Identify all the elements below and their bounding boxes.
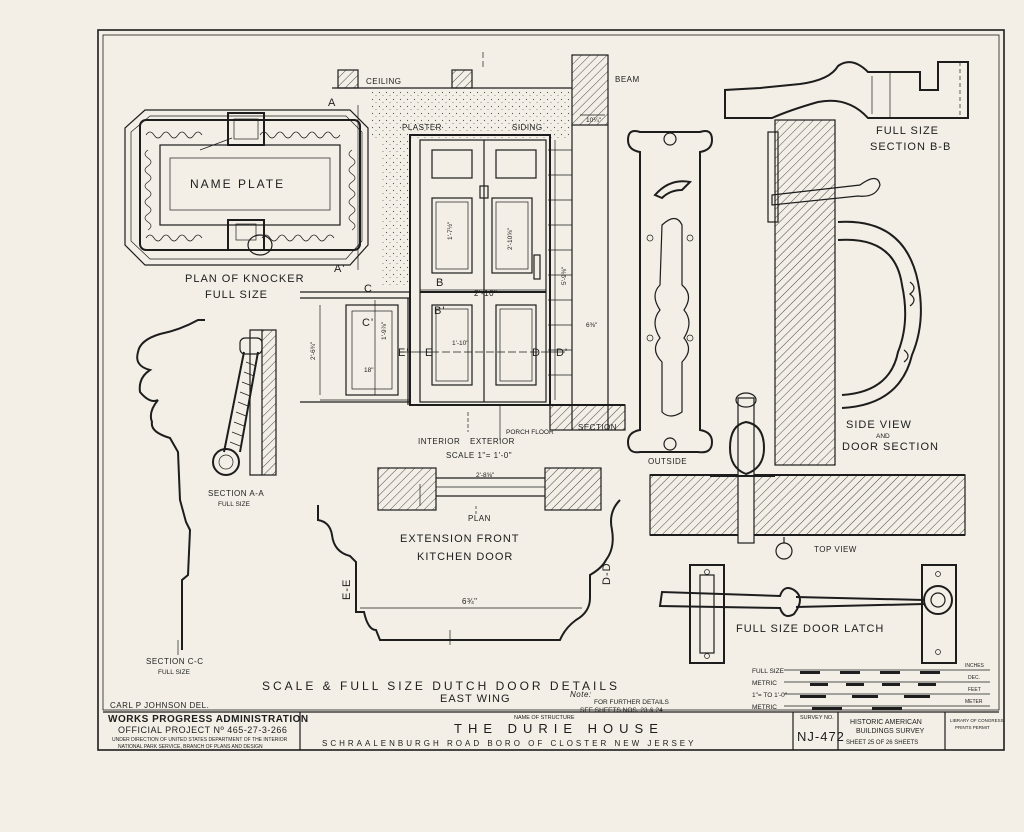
dim-panel-a: 1'-7½" bbox=[446, 221, 454, 240]
handle-outside bbox=[626, 130, 714, 454]
mark-d-prime: D' bbox=[556, 347, 568, 359]
plan-label: PLAN bbox=[468, 514, 491, 523]
label-beam: BEAM bbox=[615, 75, 640, 84]
side-view-subtitle: DOOR SECTION bbox=[842, 441, 939, 453]
note-line-1: FOR FURTHER DETAILS bbox=[594, 699, 670, 706]
label-outside: OUTSIDE bbox=[648, 457, 687, 466]
door-elevation bbox=[300, 52, 626, 440]
dim-beam: 10¼" bbox=[586, 117, 602, 124]
knocker-plan bbox=[124, 105, 369, 270]
drawing-title: SCALE & FULL SIZE DUTCH DOOR DETAILS bbox=[262, 679, 620, 693]
graphic-scales bbox=[784, 669, 990, 710]
knocker-mark-a: A bbox=[328, 97, 336, 109]
door-latch bbox=[658, 564, 957, 664]
dim-sill: 6⅜" bbox=[586, 322, 598, 329]
scale-full-size: FULL SIZE bbox=[752, 668, 785, 675]
side-view bbox=[767, 119, 922, 466]
top-view bbox=[649, 392, 966, 560]
side-view-and: AND bbox=[876, 433, 890, 440]
section-aa-subtitle: FULL SIZE bbox=[218, 501, 251, 508]
tb-habs-1: HISTORIC AMERICAN bbox=[850, 719, 922, 726]
inner-border bbox=[102, 34, 1000, 711]
section-cc bbox=[136, 319, 205, 655]
tb-survey-label: SURVEY NO. bbox=[800, 715, 834, 721]
mark-b-prime: B' bbox=[434, 305, 445, 317]
top-view-label: TOP VIEW bbox=[814, 545, 857, 554]
scale-one-inch: 1"= TO 1'-0" bbox=[752, 692, 788, 699]
profile-ee: E-E bbox=[341, 579, 353, 600]
label-section: SECTION bbox=[578, 423, 617, 432]
knocker-name-plate: NAME PLATE bbox=[190, 177, 285, 191]
profile-dim-ee: 6¾" bbox=[462, 597, 477, 606]
tb-loc-2: PRINTS PERMIT bbox=[955, 725, 990, 730]
plan-subtitle: KITCHEN DOOR bbox=[417, 551, 513, 563]
mark-d: D bbox=[532, 347, 541, 359]
dim-wall-d: 18" bbox=[364, 367, 374, 374]
section-bb-title: FULL SIZE bbox=[876, 125, 939, 137]
side-view-title: SIDE VIEW bbox=[846, 419, 912, 431]
tb-under-2: NATIONAL PARK SERVICE, BRANCH OF PLANS A… bbox=[118, 744, 263, 750]
delineator: CARL P JOHNSON DEL. bbox=[110, 701, 209, 710]
label-scale: SCALE 1"= 1'-0" bbox=[446, 451, 512, 460]
tb-address: SCHRAALENBURGH ROAD BORO OF CLOSTER NEW … bbox=[322, 739, 696, 748]
knocker-mark-a-prime: A' bbox=[334, 263, 345, 275]
label-porch-floor: PORCH FLOOR bbox=[506, 429, 554, 436]
tb-under-1: UNDER DIRECTION OF UNITED STATES DEPARTM… bbox=[112, 737, 288, 743]
note-line-2: SEE SHEETS NOS. 23 & 24 bbox=[580, 707, 663, 714]
tb-sheet: SHEET 25 OF 26 SHEETS bbox=[846, 740, 918, 746]
mark-c-prime: C' bbox=[362, 317, 374, 329]
dim-wall-b: 1'-9⅞" bbox=[381, 321, 388, 340]
note-label: Note: bbox=[570, 690, 592, 699]
dim-height: 5'-9⅜" bbox=[561, 266, 568, 285]
section-bb bbox=[724, 61, 969, 119]
tb-loc-1: LIBRARY OF CONGRESS bbox=[950, 718, 1004, 723]
tb-name-label: NAME OF STRUCTURE bbox=[514, 715, 575, 721]
mark-e: E bbox=[425, 347, 433, 359]
dim-wall-a: 2'-6¾" bbox=[310, 341, 317, 360]
plan-dim: 2'-8⅝" bbox=[476, 472, 495, 479]
label-plaster: PLASTER bbox=[402, 123, 442, 132]
outer-border bbox=[97, 29, 1005, 751]
knocker-title: PLAN OF KNOCKER bbox=[185, 273, 305, 285]
scale-metric-a: METRIC bbox=[752, 680, 777, 687]
plan-title: EXTENSION FRONT bbox=[400, 533, 520, 545]
tb-structure: THE DURIE HOUSE bbox=[454, 721, 664, 736]
door-plan bbox=[377, 467, 602, 514]
mark-e-prime: E' bbox=[398, 347, 409, 359]
scale-dec: DEC. bbox=[968, 675, 980, 681]
scale-feet: FEET bbox=[968, 687, 981, 693]
label-interior: INTERIOR bbox=[418, 437, 460, 446]
latch-title: FULL SIZE DOOR LATCH bbox=[736, 623, 884, 635]
section-cc-title: SECTION C-C bbox=[146, 657, 204, 666]
scale-inches: INCHES bbox=[965, 663, 985, 669]
section-aa-title: SECTION A-A bbox=[208, 489, 264, 498]
title-block bbox=[103, 711, 999, 750]
tb-project: OFFICIAL PROJECT Nº 465-27-3-266 bbox=[118, 725, 287, 735]
label-exterior: EXTERIOR bbox=[470, 437, 515, 446]
dim-panel-b: 2'-10⅝" bbox=[507, 227, 514, 250]
ee-dd-profile bbox=[317, 499, 621, 645]
scale-meter: METER bbox=[965, 699, 983, 705]
drawing-subtitle: EAST WING bbox=[440, 693, 511, 705]
dim-wall-c: 1'-10" bbox=[452, 340, 469, 347]
label-siding: SIDING bbox=[512, 123, 543, 132]
dim-top-width: 2'-10" bbox=[474, 289, 497, 298]
section-cc-subtitle: FULL SIZE bbox=[158, 669, 191, 676]
label-ceiling: CEILING bbox=[366, 77, 402, 86]
section-aa bbox=[212, 329, 277, 476]
tb-habs-2: BUILDINGS SURVEY bbox=[856, 728, 925, 735]
scale-metric-b: METRIC bbox=[752, 704, 777, 711]
tb-survey-no: NJ-472 bbox=[797, 729, 845, 744]
tb-wpa: WORKS PROGRESS ADMINISTRATION bbox=[108, 714, 309, 725]
mark-c: C bbox=[364, 283, 373, 295]
mark-b: B bbox=[436, 277, 444, 289]
profile-dd: D-D bbox=[601, 562, 613, 585]
knocker-subtitle: FULL SIZE bbox=[205, 289, 268, 301]
section-bb-subtitle: SECTION B-B bbox=[870, 141, 951, 153]
